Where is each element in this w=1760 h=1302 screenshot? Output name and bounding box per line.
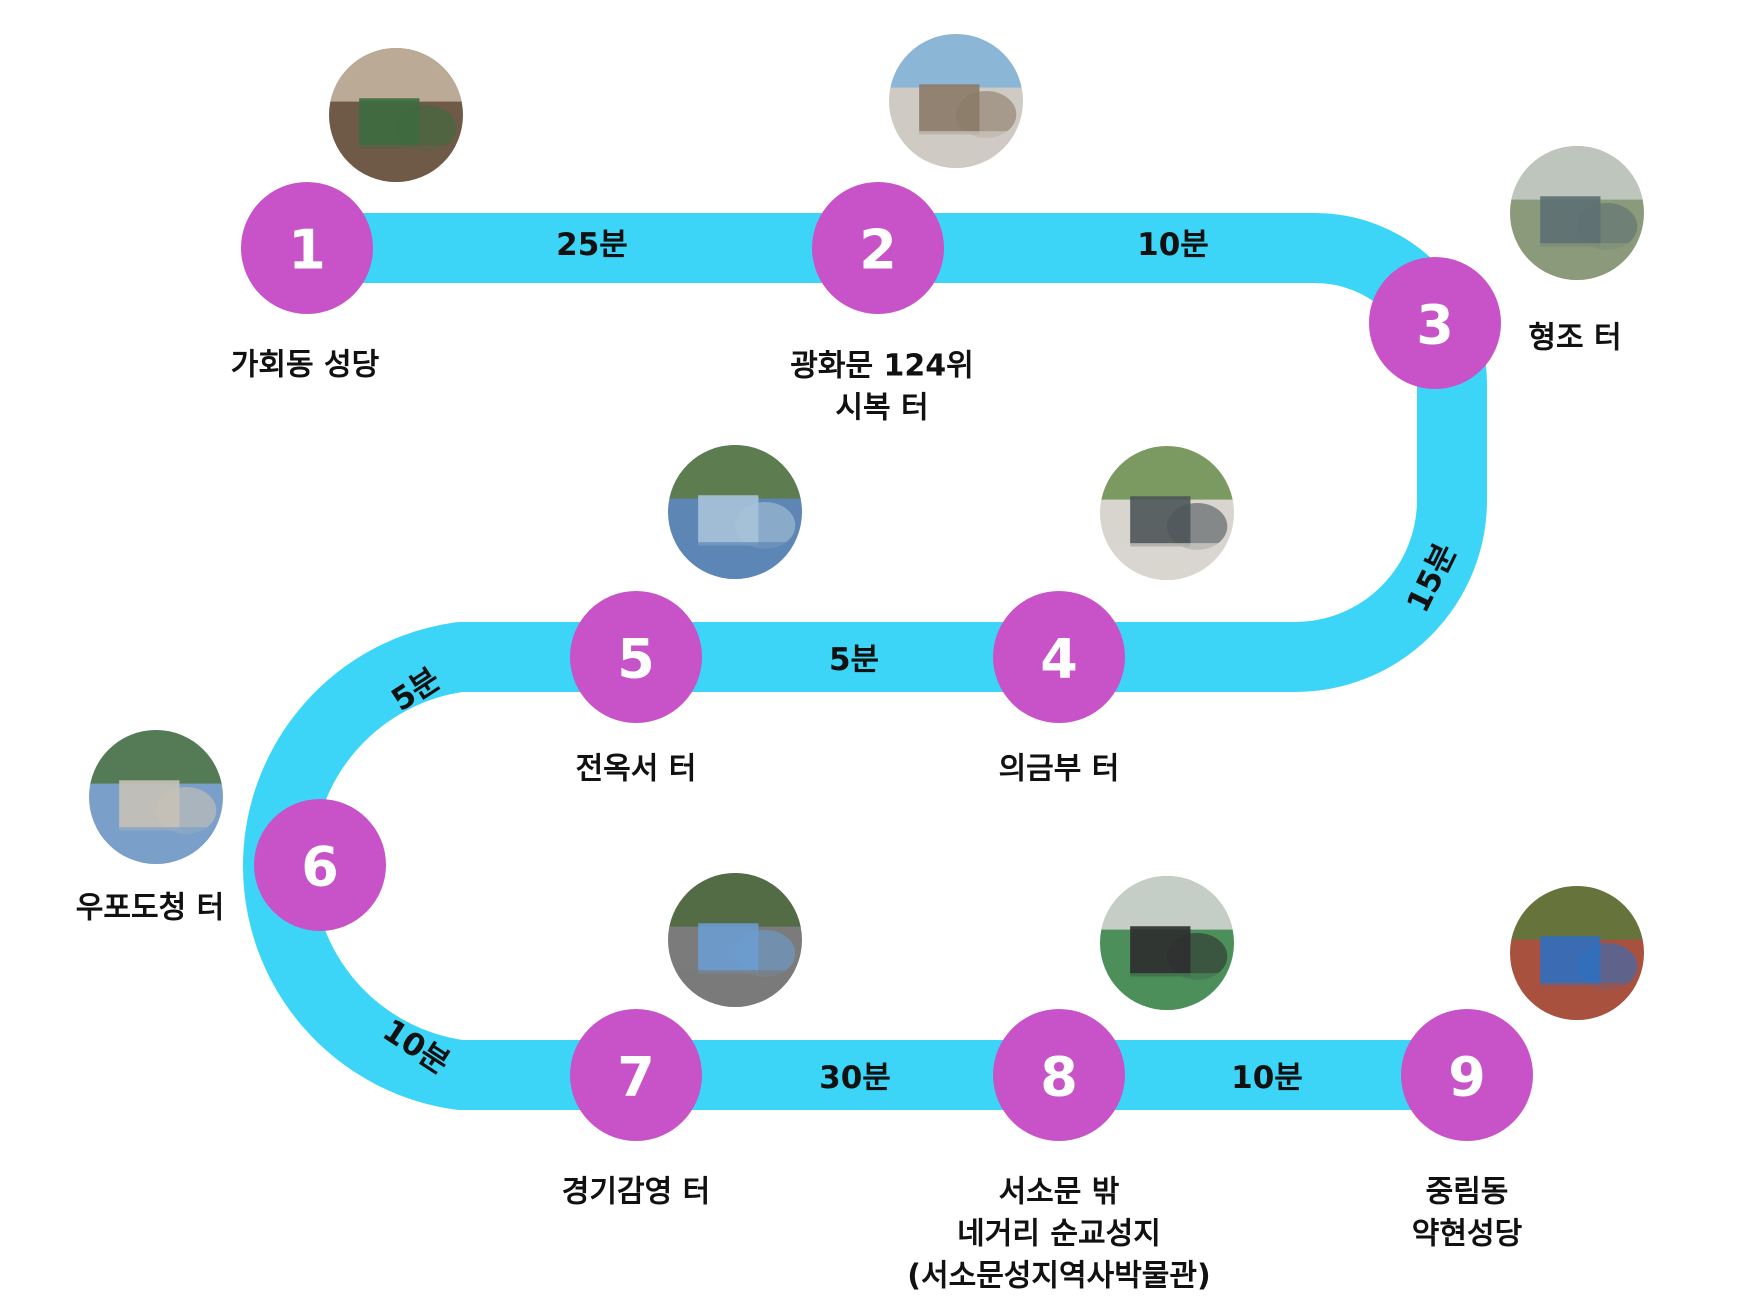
stop-circle — [254, 799, 386, 931]
stop-number: 9 — [1448, 1046, 1486, 1109]
stop-marker: 9 — [1401, 1009, 1533, 1141]
stop-marker: 2 — [812, 182, 944, 314]
stop-name-line: 우포도청 터 — [76, 891, 224, 926]
gwanghwamun-gate-plaza-photo — [889, 34, 1023, 168]
stop-markers: 1 2 3 4 5 6 7 8 9 — [241, 182, 1533, 1141]
stop-name-line: 서소문 밖 — [999, 1175, 1120, 1210]
stop-marker: 3 — [1369, 257, 1501, 389]
stop-name-line: 시복 터 — [835, 391, 928, 426]
stop-name-line: 경기감영 터 — [562, 1175, 710, 1210]
stop-number: 8 — [1040, 1046, 1078, 1109]
stop-name-line: 전옥서 터 — [576, 752, 697, 787]
catholic-church-building-photo — [329, 48, 463, 182]
duration-label: 10분 — [1231, 1060, 1303, 1096]
memorial-stone-plaque-photo — [1100, 446, 1234, 580]
stop-name-line: 의금부 터 — [999, 752, 1120, 787]
stop-marker: 4 — [993, 591, 1125, 723]
stop-name-line: 약현성당 — [1412, 1217, 1523, 1252]
stop-circle — [812, 182, 944, 314]
stop-name-line: 네거리 순교성지 — [957, 1217, 1161, 1252]
red-brick-church-photo — [1510, 886, 1644, 1020]
stop-name-line: 광화문 124위 — [790, 349, 973, 384]
stop-number: 4 — [1040, 628, 1078, 691]
gathering-crowd-photo — [1100, 876, 1234, 1010]
duration-label: 30분 — [819, 1060, 891, 1096]
stop-marker: 6 — [254, 799, 386, 931]
stop-number: 1 — [288, 219, 326, 282]
street-sidewalk-photo — [89, 730, 223, 864]
stop-number: 6 — [301, 836, 339, 899]
stop-marker: 8 — [993, 1009, 1125, 1141]
stop-name-line: 형조 터 — [1528, 321, 1621, 356]
stop-circle — [241, 182, 373, 314]
stop-number: 5 — [617, 628, 655, 691]
sidewalk-shrubs-photo — [1510, 146, 1644, 280]
duration-label: 25분 — [556, 227, 628, 263]
roadside-marker-photo — [668, 873, 802, 1007]
stop-circle — [993, 1009, 1125, 1141]
stop-name-line: (서소문성지역사박물관) — [907, 1259, 1210, 1294]
stop-number: 7 — [617, 1046, 655, 1109]
duration-label: 5분 — [829, 642, 879, 678]
stop-circle — [1369, 257, 1501, 389]
stop-number: 3 — [1416, 294, 1454, 357]
stop-circle — [993, 591, 1125, 723]
duration-label: 10분 — [1137, 227, 1209, 263]
office-towers-monument-photo — [668, 445, 802, 579]
stop-name-line: 가회동 성당 — [231, 348, 380, 383]
stop-marker: 5 — [570, 591, 702, 723]
stop-name-line: 중림동 — [1426, 1175, 1509, 1210]
stop-marker: 1 — [241, 182, 373, 314]
stop-circle — [570, 591, 702, 723]
stop-marker: 7 — [570, 1009, 702, 1141]
stop-number: 2 — [859, 219, 897, 282]
stop-circle — [1401, 1009, 1533, 1141]
stop-circle — [570, 1009, 702, 1141]
